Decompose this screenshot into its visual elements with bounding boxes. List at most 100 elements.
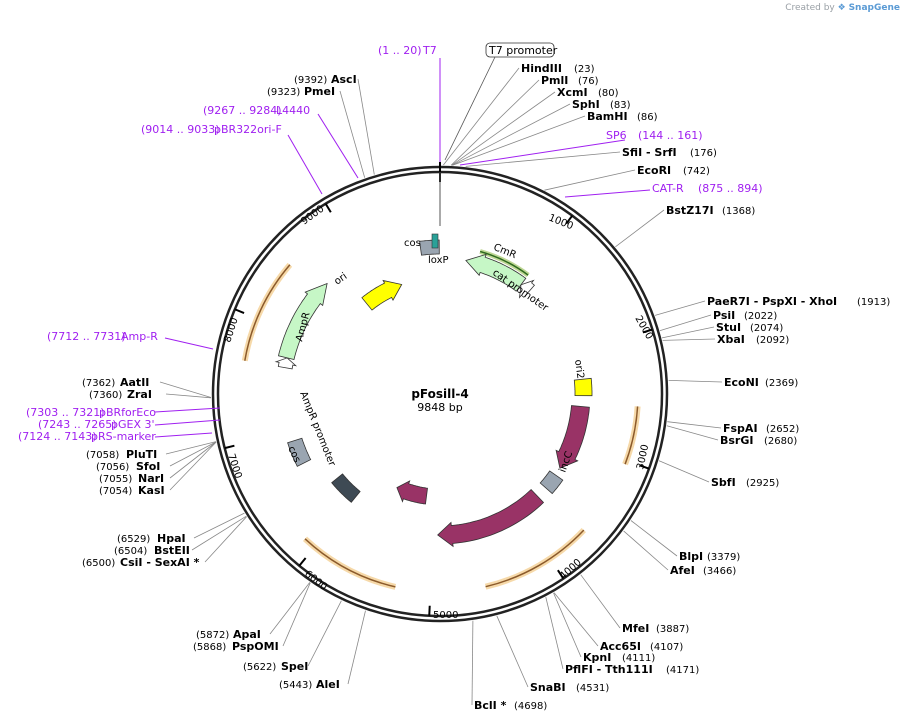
cos-left-feature[interactable] <box>287 437 312 467</box>
enzyme-stui[interactable]: StuI <box>716 321 741 334</box>
enzyme-leader <box>580 574 621 629</box>
ampr-feature[interactable] <box>278 282 328 360</box>
enzyme-pflfi-tth111i[interactable]: PflFI - Tth111I <box>565 663 653 676</box>
incc-feature[interactable] <box>539 470 564 495</box>
enzyme-kpni[interactable]: KpnI <box>583 651 611 664</box>
enzyme-nari[interactable]: NarI <box>138 472 164 485</box>
enzyme-leader <box>193 512 245 539</box>
cmr-feature[interactable] <box>465 253 527 292</box>
enzyme-hindiii[interactable]: HindIII <box>521 62 562 75</box>
enzyme-leader <box>471 620 474 706</box>
enzyme-xbai[interactable]: XbaI <box>717 333 745 346</box>
enzyme-bsrgi[interactable]: BsrGI <box>720 434 753 447</box>
primer-name-prsmarker: pRS-marker <box>91 430 156 443</box>
enzyme-hpai[interactable]: HpaI <box>157 532 186 545</box>
enzyme-aatii[interactable]: AatII <box>120 376 149 389</box>
enzyme-leader <box>347 610 366 685</box>
enzyme-pos: (742) <box>683 166 710 177</box>
enzyme-leader <box>169 441 217 479</box>
enzyme-pos: (9323) <box>267 87 300 98</box>
enzyme-econi[interactable]: EcoNI <box>724 376 759 389</box>
enzyme-pos: (4171) <box>666 665 699 676</box>
enzyme-mfei[interactable]: MfeI <box>622 622 649 635</box>
enzyme-leader <box>465 151 621 167</box>
enzyme-pmli[interactable]: PmlI <box>541 74 568 87</box>
enzyme-bcli[interactable]: BclI * <box>474 699 507 712</box>
enzyme-leader <box>659 314 712 331</box>
primer-range-t7: (1 .. 20) <box>378 44 422 57</box>
enzyme-pos: (83) <box>610 100 631 111</box>
enzyme-pos: (80) <box>598 88 619 99</box>
cat-promoter-feature[interactable] <box>518 279 536 299</box>
sopc-label: sopC <box>325 514 353 540</box>
enzyme-afei[interactable]: AfeI <box>670 564 695 577</box>
primer-leader-catr <box>564 189 651 198</box>
credit-prefix: Created by <box>785 3 835 13</box>
sopa-feature[interactable] <box>437 488 545 548</box>
primer-range-prsmarker: (7124 .. 7143) <box>18 430 97 443</box>
enzyme-leader <box>662 338 716 341</box>
sopb-feature[interactable] <box>396 480 428 505</box>
enzyme-leader <box>553 592 599 647</box>
enzyme-pos: (2369) <box>765 378 798 389</box>
enzyme-leader <box>545 597 564 670</box>
enzyme-csii-sexai[interactable]: CsiI - SexAI * <box>120 556 200 569</box>
tick-mark <box>565 215 574 225</box>
enzyme-leader <box>452 115 586 166</box>
enzyme-kasi[interactable]: KasI <box>138 484 165 497</box>
enzyme-bstz17i[interactable]: BstZ17I <box>666 204 714 217</box>
enzyme-sphi[interactable]: SphI <box>572 98 600 111</box>
enzyme-leader <box>496 615 529 688</box>
enzyme-pos: (7056) <box>96 462 129 473</box>
enzyme-asci[interactable]: AscI <box>331 73 357 86</box>
enzyme-sbfi[interactable]: SbfI <box>711 476 736 489</box>
enzyme-pos: (2092) <box>756 335 789 346</box>
enzyme-pos: (4107) <box>650 642 683 653</box>
ampr-promoter-feature[interactable] <box>274 357 298 370</box>
primer-range-ampr: (7712 .. 7731) <box>47 330 126 343</box>
enzyme-fspai[interactable]: FspAI <box>723 422 758 435</box>
enzyme-pos: (2074) <box>750 323 783 334</box>
tick-mark <box>639 464 650 470</box>
enzyme-pmei[interactable]: PmeI <box>304 85 335 98</box>
t7-promoter-box[interactable] <box>485 42 555 58</box>
loxp-feature[interactable] <box>431 233 439 249</box>
enzyme-xcmi[interactable]: XcmI <box>557 86 588 99</box>
enzyme-acc65i[interactable]: Acc65I <box>600 640 641 653</box>
enzyme-alei[interactable]: AleI <box>316 678 340 691</box>
enzyme-pos: (5443) <box>279 680 312 691</box>
enzyme-blpi[interactable]: BlpI <box>679 550 703 563</box>
enzyme-pluti[interactable]: PluTI <box>126 448 157 461</box>
enzyme-spei[interactable]: SpeI <box>281 660 308 673</box>
enzyme-leader <box>282 582 311 647</box>
enzyme-sfoi[interactable]: SfoI <box>136 460 160 473</box>
primer-leader-sp6 <box>459 139 626 166</box>
enzyme-leader <box>357 78 375 175</box>
orf-arc-core <box>304 538 396 588</box>
primer-range-pgex3: (7243 .. 7265) <box>38 418 117 431</box>
enzyme-zrai[interactable]: ZraI <box>127 388 152 401</box>
sopc-feature[interactable] <box>331 473 361 503</box>
enzyme-psii[interactable]: PsiI <box>713 309 735 322</box>
sopb-label: sopB <box>406 509 434 520</box>
t7-promoter-leader <box>444 56 496 161</box>
enzyme-bsteii[interactable]: BstEII <box>154 544 190 557</box>
primer-leader-pbr322orif <box>287 134 323 195</box>
enzyme-sfii-srfi[interactable]: SfiI - SrfI <box>622 146 677 159</box>
primer-name-catr: CAT-R <box>652 182 684 195</box>
repe-feature[interactable] <box>555 405 590 469</box>
enzyme-ecori[interactable]: EcoRI <box>637 164 671 177</box>
enzyme-bamhi[interactable]: BamHI <box>587 110 628 123</box>
enzyme-paer7i-pspxi-xhoi[interactable]: PaeR7I - PspXI - XhoI <box>707 295 837 308</box>
enzyme-snabi[interactable]: SnaBI <box>530 681 566 694</box>
primer-name-pbrforeco: pBRforEco <box>99 406 156 419</box>
enzyme-leader <box>623 530 669 571</box>
enzyme-leader <box>658 460 710 483</box>
ori-feature[interactable] <box>361 279 403 311</box>
enzyme-apai[interactable]: ApaI <box>233 628 261 641</box>
enzyme-pspomi[interactable]: PspOMI <box>232 640 279 653</box>
ori2-feature[interactable] <box>573 377 593 397</box>
t7-promoter-label: T7 promoter <box>488 44 558 57</box>
cos-top-label: cos <box>404 238 421 249</box>
